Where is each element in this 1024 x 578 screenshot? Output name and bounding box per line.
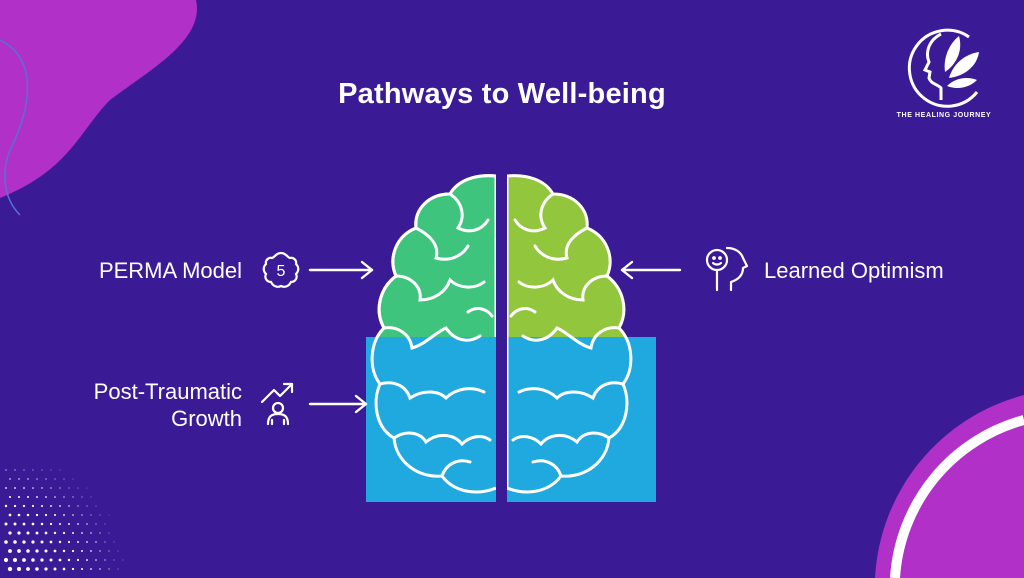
flower-five-number: 5 — [277, 263, 286, 280]
pathway-label-perma-model: PERMA Model — [98, 258, 242, 283]
pathway-label-line-1: Post-Traumatic — [93, 379, 242, 404]
white-arc-bottom-right — [890, 415, 1024, 578]
magenta-blob-top-left — [0, 0, 197, 198]
brand-name: THE HEALING JOURNEY — [896, 112, 992, 119]
person-growth-arrow-icon — [260, 382, 294, 426]
brain-right-hemisphere — [507, 174, 656, 502]
smiling-head-icon — [705, 246, 749, 292]
blob-outline-curve — [0, 39, 29, 216]
dot-pattern-bottom-left — [3, 469, 124, 572]
arrow-perma-to-brain — [308, 260, 374, 280]
arrow-optimism-to-brain — [620, 260, 682, 280]
flower-five-icon: 5 — [262, 251, 300, 288]
magenta-arc-bottom-right — [875, 395, 1024, 578]
brain-illustration — [366, 174, 656, 502]
brain-left-hemisphere — [366, 174, 496, 502]
pathway-label-post-traumatic-growth: Post-Traumatic Growth — [40, 378, 242, 432]
page-title: Pathways to Well-being — [338, 78, 666, 110]
arrow-growth-to-brain — [308, 394, 368, 414]
face-leaves-logo-icon — [907, 28, 979, 108]
pathway-label-learned-optimism: Learned Optimism — [764, 258, 944, 283]
pathway-label-line-2: Growth — [171, 406, 242, 431]
